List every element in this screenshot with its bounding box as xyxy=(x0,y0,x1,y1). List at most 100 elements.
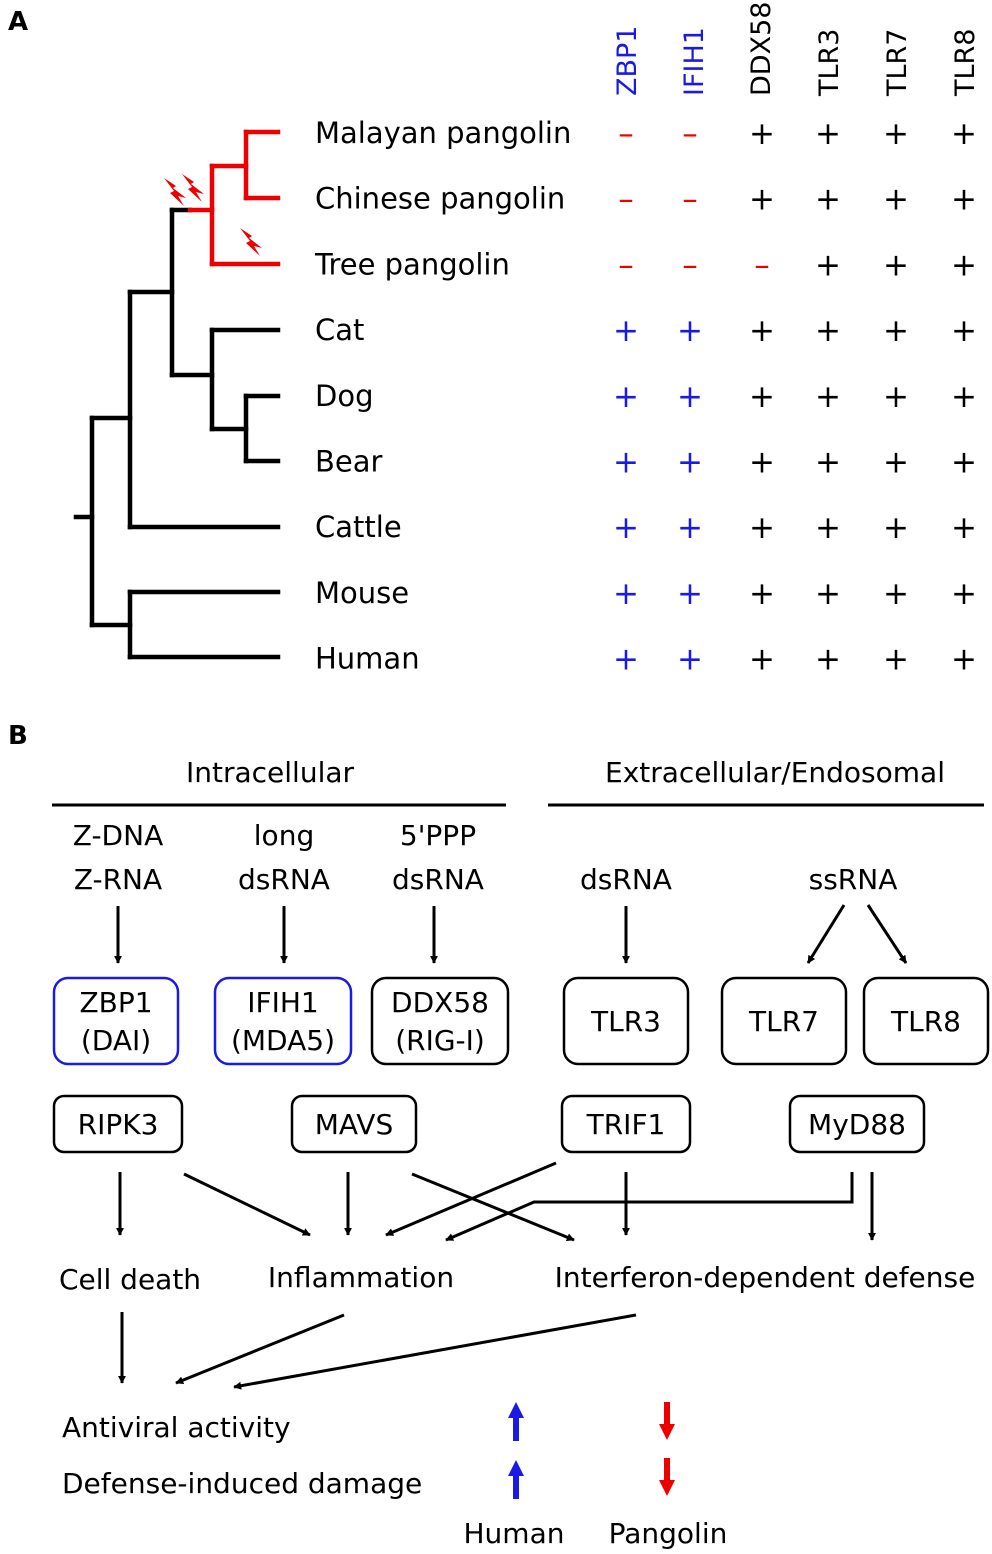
species-label: Bear xyxy=(315,445,383,479)
svg-text:DDX58: DDX58 xyxy=(391,986,489,1019)
adaptor-mavs: MAVS xyxy=(290,1094,418,1154)
gene-present-mark: + xyxy=(951,379,977,415)
phylogenetic-tree xyxy=(73,129,281,660)
svg-text:TLR3: TLR3 xyxy=(590,1005,661,1038)
gene-absent-mark: – xyxy=(682,182,698,218)
gene-present-mark: + xyxy=(951,576,977,612)
gene-present-mark: + xyxy=(815,576,841,612)
species-matrix: Malayan pangolin – – + + + + Chinese pangolin – –… xyxy=(314,116,977,678)
outcome-arrows xyxy=(118,1312,637,1390)
gene-present-mark: + xyxy=(951,313,977,349)
gene-present-mark: + xyxy=(815,379,841,415)
gene-present-mark: + xyxy=(815,313,841,349)
gene-header-zbp1: ZBP1 xyxy=(612,26,643,96)
gene-present-mark: + xyxy=(613,510,639,546)
species-label: Chinese pangolin xyxy=(315,182,565,216)
gene-present-mark: + xyxy=(883,510,909,546)
gene-present-mark: + xyxy=(677,445,703,481)
gene-present-mark: + xyxy=(613,379,639,415)
species-label: Cat xyxy=(315,313,364,347)
gene-present-mark: + xyxy=(613,642,639,678)
gene-loss-lightning-icons xyxy=(164,174,262,256)
ligand-zdna: Z-DNA xyxy=(73,819,163,852)
receptor-ifih1: IFIH1 (MDA5) xyxy=(213,976,353,1066)
adaptor-arrows xyxy=(116,1161,876,1242)
ligand-5ppp-dsrna: dsRNA xyxy=(392,863,484,896)
gene-present-mark: + xyxy=(951,510,977,546)
lightning-icon xyxy=(240,228,262,256)
gene-present-mark: + xyxy=(951,247,977,283)
ligand-dsrna: dsRNA xyxy=(580,863,672,896)
extracellular-title: Extracellular/Endosomal xyxy=(605,756,945,789)
gene-present-mark: + xyxy=(951,116,977,152)
gene-absent-mark: – xyxy=(618,182,634,218)
gene-present-mark: + xyxy=(883,445,909,481)
gene-present-mark: + xyxy=(677,576,703,612)
gene-present-mark: + xyxy=(749,445,775,481)
adaptor-trif1: TRIF1 xyxy=(560,1094,692,1154)
gene-present-mark: + xyxy=(749,576,775,612)
outcome-inflammation: Inflammation xyxy=(268,1261,454,1294)
legend-human: Human xyxy=(464,1517,565,1550)
gene-header-tlr7: TLR7 xyxy=(882,29,913,97)
outcome-cell-death: Cell death xyxy=(59,1263,201,1296)
gene-present-mark: + xyxy=(883,642,909,678)
svg-text:MAVS: MAVS xyxy=(315,1108,393,1141)
svg-text:RIPK3: RIPK3 xyxy=(78,1108,159,1141)
gene-present-mark: + xyxy=(951,642,977,678)
ligand-ssrna: ssRNA xyxy=(809,863,898,896)
gene-present-mark: + xyxy=(815,510,841,546)
panel-a-label: A xyxy=(8,7,28,37)
gene-present-mark: + xyxy=(815,116,841,152)
gene-present-mark: + xyxy=(749,116,775,152)
gene-present-mark: + xyxy=(613,313,639,349)
gene-present-mark: + xyxy=(883,182,909,218)
outcome-ifn-defense: Interferon-dependent defense xyxy=(555,1261,976,1294)
gene-present-mark: + xyxy=(677,642,703,678)
gene-header-ddx58: DDX58 xyxy=(746,2,777,96)
receptor-tlr3: TLR3 xyxy=(562,976,690,1066)
svg-text:TRIF1: TRIF1 xyxy=(586,1108,666,1141)
gene-present-mark: + xyxy=(883,576,909,612)
gene-absent-mark: – xyxy=(618,247,634,283)
gene-absent-mark: – xyxy=(682,116,698,152)
gene-present-mark: + xyxy=(749,642,775,678)
species-label: Dog xyxy=(315,379,373,413)
gene-present-mark: + xyxy=(613,576,639,612)
receptor-zbp1: ZBP1 (DAI) xyxy=(52,976,180,1066)
gene-present-mark: + xyxy=(677,379,703,415)
svg-text:ZBP1: ZBP1 xyxy=(79,986,152,1019)
gene-absent-mark: – xyxy=(618,116,634,152)
gene-header-ifih1: IFIH1 xyxy=(679,27,710,96)
svg-text:(MDA5): (MDA5) xyxy=(231,1024,335,1057)
species-label: Mouse xyxy=(315,576,409,610)
svg-text:IFIH1: IFIH1 xyxy=(247,986,319,1019)
gene-present-mark: + xyxy=(749,182,775,218)
human-up-arrow-icon xyxy=(508,1402,524,1499)
gene-absent-mark: – xyxy=(682,247,698,283)
ligand-5ppp: 5'PPP xyxy=(400,819,476,852)
svg-text:MyD88: MyD88 xyxy=(808,1108,906,1141)
species-label: Human xyxy=(315,642,420,676)
gene-present-mark: + xyxy=(815,445,841,481)
pangolin-down-arrow-icon xyxy=(659,1402,675,1496)
ligand-long: long xyxy=(254,819,314,852)
gene-headers: ZBP1 IFIH1 DDX58 TLR3 TLR7 TLR8 xyxy=(612,2,981,97)
species-label: Malayan pangolin xyxy=(315,116,571,150)
gene-present-mark: + xyxy=(749,379,775,415)
ligand-arrows xyxy=(114,904,908,964)
gene-present-mark: + xyxy=(677,313,703,349)
gene-present-mark: + xyxy=(883,313,909,349)
svg-text:TLR7: TLR7 xyxy=(748,1005,819,1038)
gene-present-mark: + xyxy=(749,510,775,546)
svg-text:(DAI): (DAI) xyxy=(81,1024,151,1057)
adaptor-myd88: MyD88 xyxy=(788,1094,926,1154)
gene-header-tlr3: TLR3 xyxy=(814,29,845,97)
gene-present-mark: + xyxy=(883,379,909,415)
receptor-tlr8: TLR8 xyxy=(862,976,990,1066)
gene-present-mark: + xyxy=(613,445,639,481)
svg-text:TLR8: TLR8 xyxy=(890,1005,961,1038)
gene-present-mark: + xyxy=(815,247,841,283)
gene-absent-mark: – xyxy=(754,247,770,283)
